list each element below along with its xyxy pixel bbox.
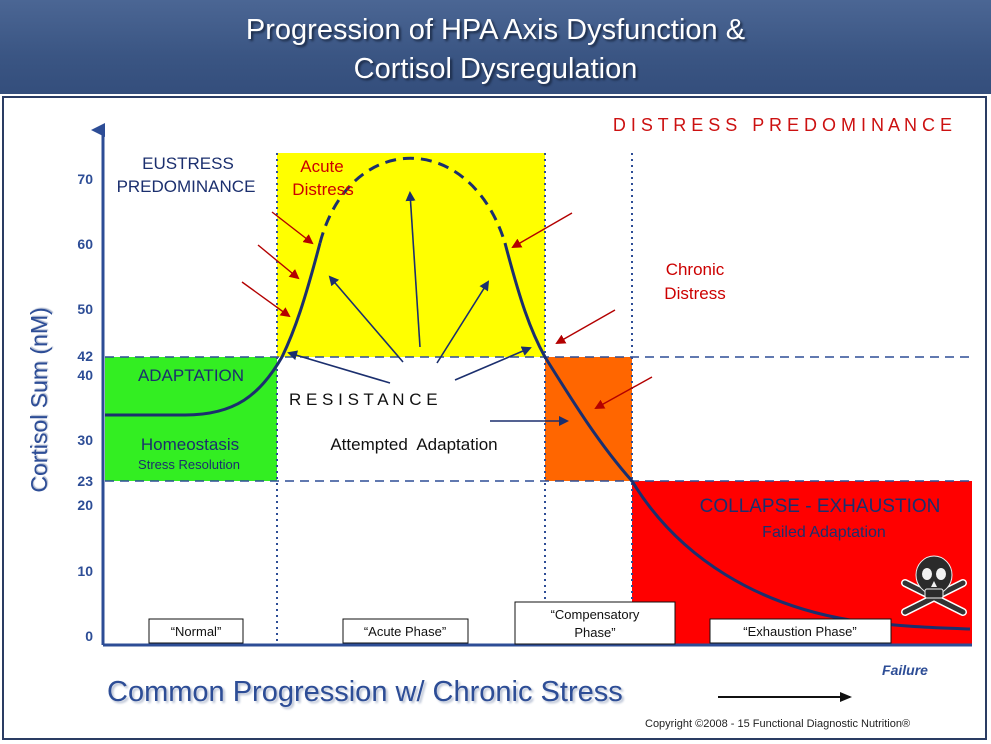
homeostasis-label: Homeostasis (141, 435, 239, 454)
y-tick-23: 23 (77, 473, 93, 489)
phase-acute-label: “Acute Phase” (364, 624, 446, 639)
resistance-arrow-4 (454, 346, 532, 381)
resistance-label: R E S I S T A N C E (289, 390, 438, 409)
phase-exhaustion-box (709, 618, 892, 644)
eustress-label-1: EUSTRESS (142, 154, 234, 173)
y-tick-60: 60 (77, 236, 93, 252)
attempted-adaptation-label: Attempted Adaptation (330, 435, 497, 454)
failed-adaptation-label: Failed Adaptation (762, 524, 886, 541)
x-axis-title: Common Progression w/ Chronic Stress (107, 676, 623, 708)
y-tick-70: 70 (77, 171, 93, 187)
distress-arrow-5 (555, 309, 616, 344)
adaptation-zone (105, 357, 277, 481)
cortisol-curve-rise (105, 242, 322, 417)
y-tick-30: 30 (77, 432, 93, 448)
eustress-label-2: PREDOMINANCE (117, 177, 256, 196)
y-tick-50: 50 (77, 301, 93, 317)
phase-compensatory-box (514, 601, 676, 645)
title-line-2: Cortisol Dysregulation (353, 53, 638, 85)
y-tick-20: 20 (77, 497, 93, 513)
y-tick-42: 42 (77, 348, 93, 364)
y-tick-0: 0 (85, 628, 93, 644)
title-line-1: Progression of HPA Axis Dysfunction & (245, 14, 746, 46)
cortisol-curve-peak (318, 156, 507, 244)
title-bar: Progression of HPA Axis Dysfunction & Co… (0, 0, 991, 94)
resistance-arrow-3 (436, 280, 490, 364)
failure-label: Failure (882, 662, 928, 678)
collapse-exhaustion-label: COLLAPSE - EXHAUSTION (700, 496, 941, 517)
adaptation-label: ADAPTATION (138, 366, 244, 385)
phase-compensatory-label-1: “Compensatory (551, 607, 640, 622)
phase-normal-label: “Normal” (171, 624, 222, 639)
chronic-distress-label-1: Chronic (666, 260, 725, 279)
acute-distress-label-1: Acute (300, 157, 343, 176)
chronic-distress-label-2: Distress (664, 284, 725, 303)
phase-normal-box (148, 618, 244, 644)
resistance-arrow-2 (405, 191, 421, 348)
resistance-arrow-5 (287, 350, 391, 384)
phase-compensatory-label-2: Phase” (574, 625, 615, 640)
copyright-notice: Copyright ©2008 - 15 Functional Diagnost… (645, 718, 911, 730)
phase-exhaustion-label: “Exhaustion Phase” (743, 624, 856, 639)
y-tick-10: 10 (77, 563, 93, 579)
distress-arrow-2 (257, 244, 300, 280)
stress-resolution-label: Stress Resolution (138, 457, 240, 472)
distress-arrow-1 (241, 281, 291, 318)
distress-predominance-banner: D I S T R E S S P R E D O M I N A N C E (613, 115, 952, 135)
distress-arrow-3 (271, 211, 314, 245)
distress-arrow-6 (594, 376, 653, 409)
phase-acute-box (342, 618, 469, 644)
y-axis-title: Cortisol Sum (nM) (26, 307, 52, 492)
exhaustion-zone (632, 481, 972, 645)
acute-distress-label-2: Distress (292, 180, 353, 199)
acute-distress-zone (277, 153, 545, 357)
resistance-arrow-1 (328, 275, 404, 363)
distress-arrow-4 (511, 212, 573, 248)
y-tick-40: 40 (77, 367, 93, 383)
skull-crossbones-icon (901, 555, 967, 616)
